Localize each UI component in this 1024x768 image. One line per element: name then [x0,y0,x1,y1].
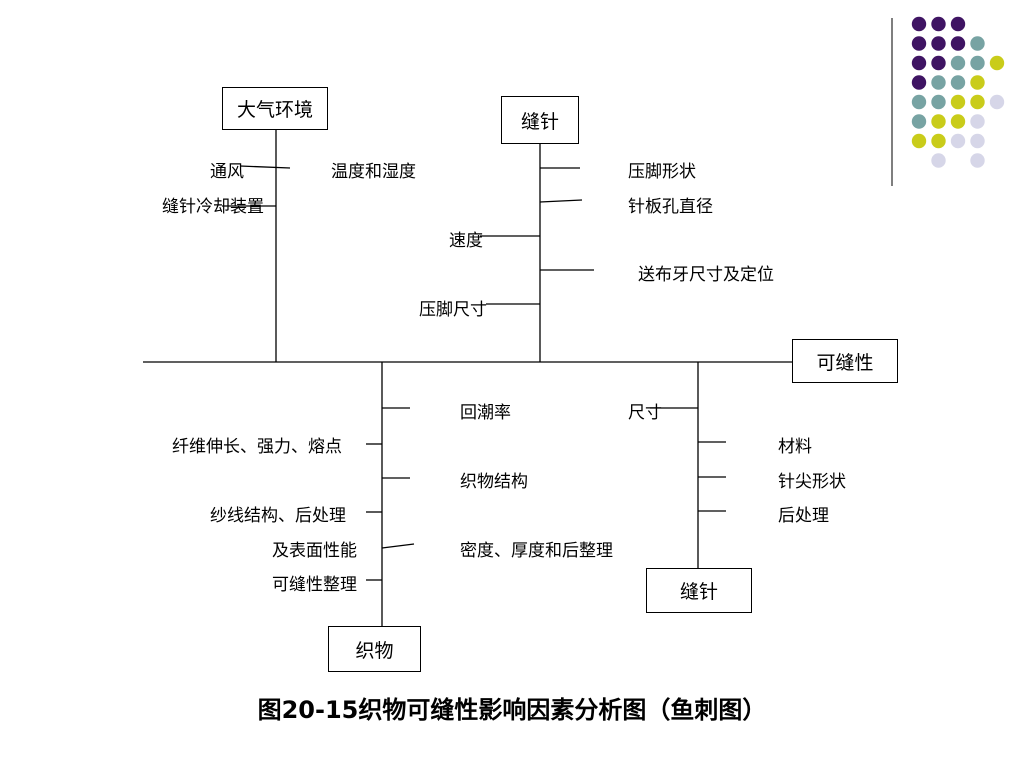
decorative-dot [911,36,927,51]
decorative-dot [911,114,927,129]
decorative-dot [931,55,946,71]
decorative-dot [970,36,985,51]
cause-temp-humidity: 温度和湿度 [331,162,416,182]
cause-fabric-structure: 织物结构 [460,472,528,492]
cause-needle-cooling: 缝针冷却装置 [162,197,264,217]
figure-caption: 图20-15织物可缝性影响因素分析图（鱼刺图） [257,696,767,724]
decorative-dot [931,153,946,168]
decorative-dot [970,75,985,90]
decorative-dot [911,133,927,149]
category-fabric-box: 织物 [328,626,421,672]
cause-regain: 回潮率 [460,403,511,423]
decorative-dot [931,75,946,90]
decorative-dot [950,55,966,71]
decorative-dot [989,55,1005,71]
category-needle-bottom-box: 缝针 [646,568,752,613]
decorative-dot [911,75,927,90]
decorative-dot [950,94,966,110]
cause-needle-tip: 针尖形状 [778,472,846,492]
decorative-dot [931,36,946,51]
branch-ventilation [239,165,291,169]
decorative-dot [931,94,946,110]
cause-size: 尺寸 [628,403,662,423]
cause-presser-shape: 压脚形状 [628,162,696,182]
effect-box: 可缝性 [792,339,898,383]
decorative-dot [950,114,966,129]
decorative-dot [970,114,985,129]
decorative-dot [950,16,966,32]
decorative-dot [931,133,946,149]
cause-ventilation: 通风 [210,162,244,182]
category-atmosphere-label: 大气环境 [236,99,313,121]
decorative-dot [970,94,985,110]
cause-presser-size: 压脚尺寸 [419,300,487,320]
cause-feed-dog: 送布牙尺寸及定位 [638,265,774,285]
cause-sewability-finishing: 可缝性整理 [272,575,357,595]
decorative-dot [970,153,985,168]
decorative-dot [911,55,927,71]
decorative-dot [970,133,985,149]
decorative-dot [950,133,966,149]
cause-post-treatment: 后处理 [778,506,829,526]
cause-needle-plate-hole: 针板孔直径 [628,197,713,217]
cause-speed: 速度 [449,231,483,251]
cause-surface-properties: 及表面性能 [272,541,357,561]
decorative-dot [911,16,927,32]
cause-density: 密度、厚度和后整理 [460,541,613,561]
branch-surface [381,543,415,549]
decorative-dot [950,36,966,51]
cause-yarn-structure: 纱线结构、后处理 [210,506,346,526]
decorative-dot [950,75,966,90]
branch-needle-plate [539,199,583,203]
category-needle-top-label: 缝针 [520,110,559,133]
decorative-dot [911,94,927,110]
category-fabric-label: 织物 [355,639,394,662]
cause-material: 材料 [778,437,812,457]
effect-label: 可缝性 [816,351,874,374]
decorative-dot [931,114,946,129]
category-atmosphere-box: 大气环境 [222,87,328,130]
category-needle-bottom-label: 缝针 [679,581,718,603]
decorative-dot [931,16,946,32]
cause-fiber: 纤维伸长、强力、熔点 [172,437,342,457]
category-needle-top-box: 缝针 [501,96,579,144]
decorative-dot [970,55,985,71]
decorative-dot [989,94,1005,110]
